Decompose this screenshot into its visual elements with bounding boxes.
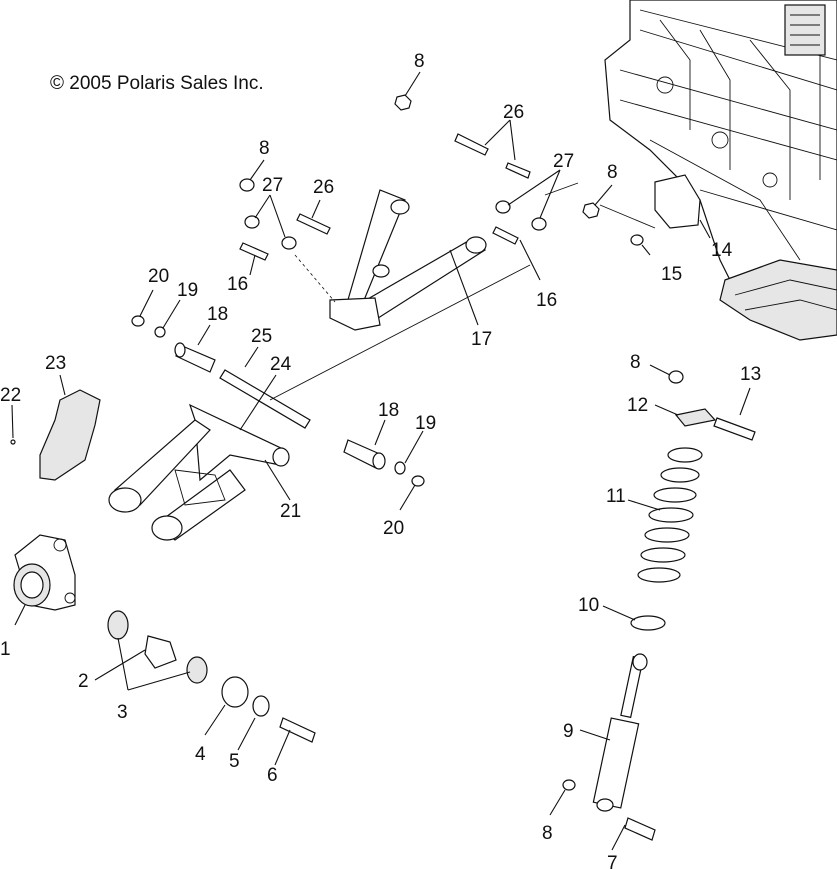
callout-7: 7 [607,853,618,870]
callout-27: 27 [553,151,574,172]
callout-8: 8 [542,823,553,844]
callout-8: 8 [414,51,425,72]
callout-26: 26 [503,102,524,123]
copyright-text: © 2005 Polaris Sales Inc. [50,73,264,94]
callout-2: 2 [78,671,89,692]
callout-10: 10 [578,595,599,616]
callout-19: 19 [177,280,198,301]
coil-spring [637,447,703,583]
bearing-carrier [13,534,76,611]
callout-14: 14 [711,240,733,261]
callout-17: 17 [471,329,492,350]
callout-3: 3 [117,702,128,723]
callout-labels: 8 8 26 27 26 27 8 14 15 16 16 17 20 19 1… [0,51,761,870]
callout-9: 9 [563,721,574,742]
callout-19: 19 [415,413,436,434]
frame-assembly [604,0,837,341]
callout-25: 25 [251,326,272,347]
callout-8: 8 [607,162,618,183]
callout-1: 1 [0,639,11,660]
callout-26: 26 [313,177,334,198]
upper-a-arm [329,189,487,331]
callout-12: 12 [627,395,648,416]
callout-23: 23 [45,353,66,374]
leader-lines [11,71,751,851]
callout-20: 20 [148,266,169,287]
callout-8: 8 [630,352,641,373]
callout-4: 4 [195,744,206,765]
small-hardware [10,94,701,487]
pivot-bushings [174,342,386,470]
lower-a-arm [108,403,290,541]
callout-11: 11 [606,486,626,507]
shock-assembly [562,370,756,841]
callout-6: 6 [267,765,278,786]
cv-guard [39,389,101,481]
callout-16: 16 [227,274,248,295]
callout-22: 22 [0,385,21,406]
callout-27: 27 [262,175,283,196]
callout-16: 16 [536,290,557,311]
callout-13: 13 [740,364,761,385]
callout-18: 18 [207,304,228,325]
callout-15: 15 [661,264,682,285]
shaft [219,369,311,429]
callout-24: 24 [270,354,292,375]
bearing-hardware [107,610,316,743]
callout-20: 20 [383,518,404,539]
callout-8: 8 [259,138,270,159]
callout-5: 5 [229,751,240,772]
callout-18: 18 [378,400,399,421]
callout-21: 21 [280,501,301,522]
